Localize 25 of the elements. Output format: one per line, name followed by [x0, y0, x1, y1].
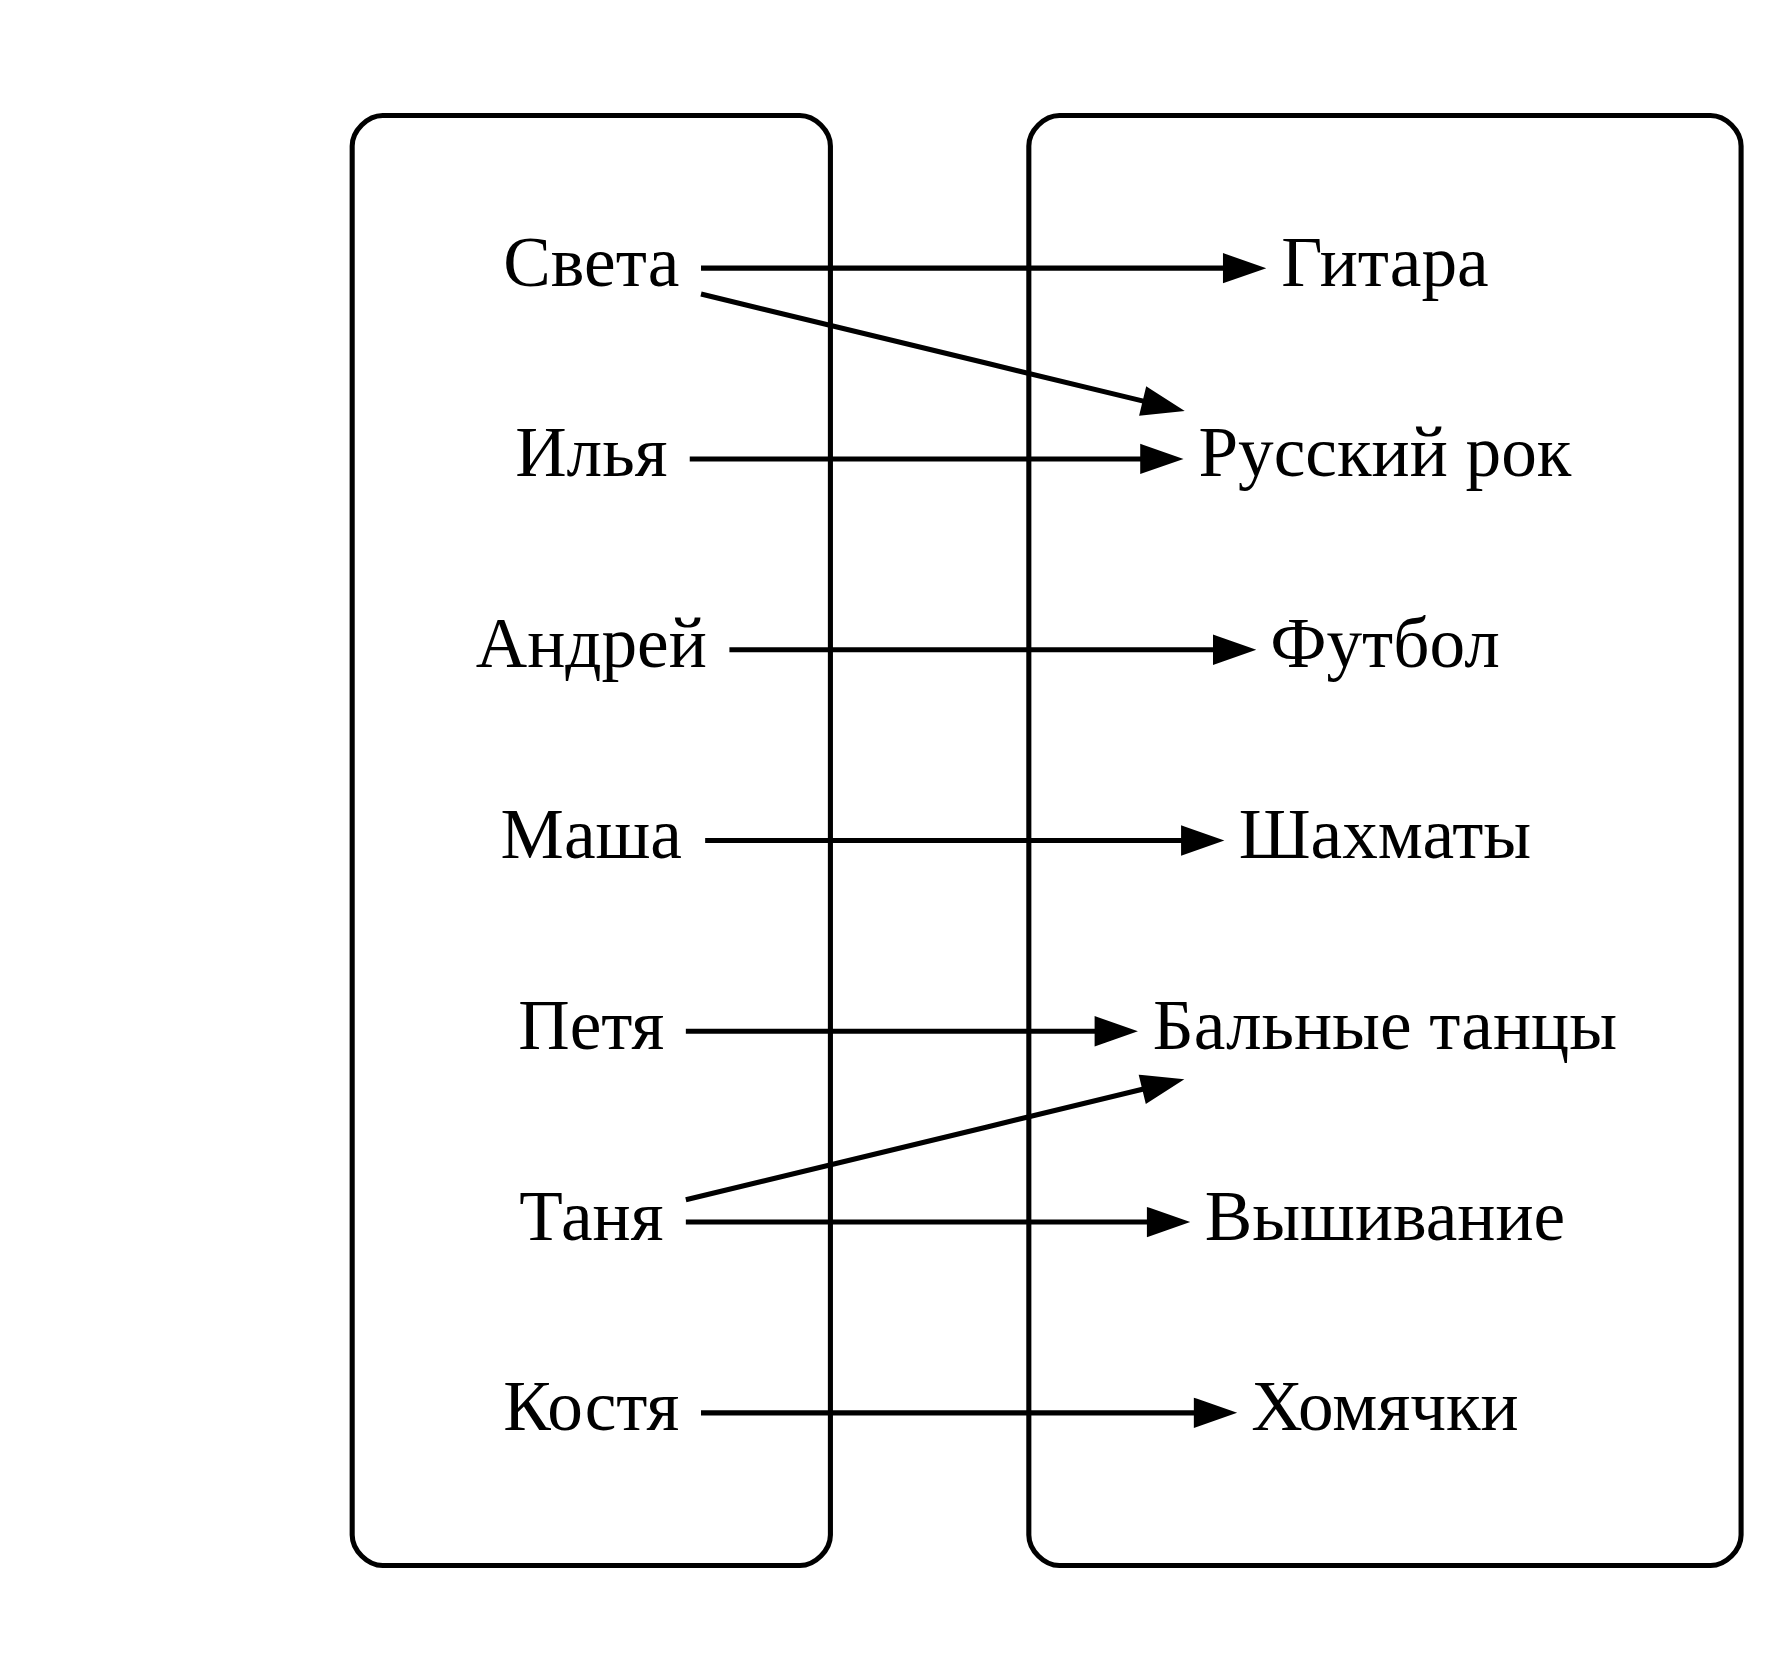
node-text: Света	[503, 222, 680, 301]
node-text: Петя	[518, 985, 665, 1064]
node-text: Вышивание	[1204, 1176, 1566, 1255]
cluster	[1026, 112, 1744, 1568]
arrow	[700, 291, 1185, 416]
node-text: Гитара	[1281, 222, 1489, 301]
arrow	[729, 634, 1257, 665]
node-text: Шахматы	[1238, 794, 1532, 873]
node-text: Русский рок	[1198, 412, 1572, 491]
arrow	[685, 1206, 1191, 1237]
arrow	[689, 443, 1184, 474]
node-text: Маша	[500, 794, 682, 873]
arrow	[685, 1074, 1185, 1202]
arrow	[705, 824, 1225, 856]
node-text: Костя	[503, 1366, 680, 1445]
arrow	[701, 252, 1267, 283]
node-text: Андрей	[475, 603, 707, 682]
arrow	[701, 1397, 1238, 1428]
cluster	[349, 112, 833, 1568]
node-text: Бальные танцы	[1152, 985, 1618, 1064]
node-text: Хомячки	[1251, 1366, 1519, 1445]
node-text: Таня	[519, 1176, 664, 1255]
node-text: Илья	[515, 412, 668, 491]
arrow	[685, 1015, 1138, 1046]
node-text: Футбол	[1270, 603, 1500, 682]
